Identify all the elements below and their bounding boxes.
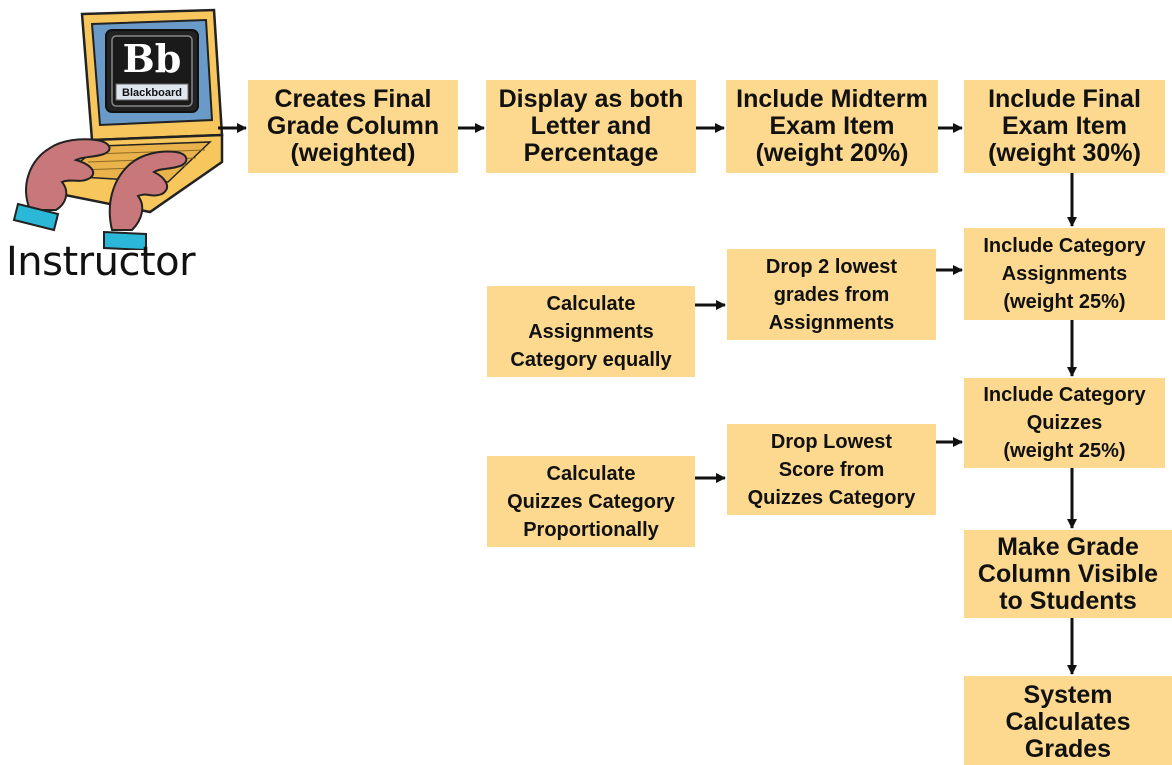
node-include-midterm: Include Midterm Exam Item (weight 20%) (726, 80, 938, 173)
logo-name: Blackboard (122, 87, 182, 99)
node-include-final: Include Final Exam Item (weight 30%) (964, 80, 1165, 173)
node-text: Include Category Quizzes (weight 25%) (983, 384, 1146, 462)
node-drop-lowest-score: Drop Lowest Score from Quizzes Category (727, 424, 936, 515)
blackboard-logo: Bb Blackboard (105, 29, 199, 113)
node-text: Display as both Letter and Percentage (498, 85, 684, 167)
instructor-laptop-illustration: Bb Blackboard (12, 8, 224, 250)
node-text: System Calculates Grades (1005, 681, 1131, 763)
node-text: Calculate Quizzes Category Proportionall… (507, 462, 675, 541)
node-text: Include Midterm Exam Item (weight 20%) (736, 85, 928, 167)
node-calculate-assignments: Calculate Assignments Category equally (487, 286, 695, 377)
node-drop-2-lowest: Drop 2 lowest grades from Assignments (727, 249, 936, 340)
node-system-calculates: System Calculates Grades (964, 676, 1172, 765)
node-text: Creates Final Grade Column (weighted) (266, 85, 440, 167)
node-make-visible: Make Grade Column Visible to Students (964, 530, 1172, 618)
node-text: Calculate Assignments Category equally (510, 292, 672, 371)
node-text: Make Grade Column Visible to Students (977, 532, 1159, 615)
right-hand-icon (103, 150, 188, 250)
node-display-letter-percentage: Display as both Letter and Percentage (486, 80, 696, 173)
node-text: Drop 2 lowest grades from Assignments (765, 255, 898, 334)
node-text: Drop Lowest Score from Quizzes Category (747, 430, 916, 509)
node-calculate-quizzes: Calculate Quizzes Category Proportionall… (487, 456, 695, 547)
left-hand-icon (12, 138, 111, 232)
node-text: Include Category Assignments (weight 25%… (983, 235, 1146, 313)
node-creates-final-grade-column: Creates Final Grade Column (weighted) (248, 80, 458, 173)
node-include-assignments: Include Category Assignments (weight 25%… (964, 228, 1165, 320)
node-include-quizzes: Include Category Quizzes (weight 25%) (964, 378, 1165, 468)
node-text: Include Final Exam Item (weight 30%) (988, 85, 1141, 167)
instructor-label: Instructor (6, 239, 196, 285)
logo-letters: Bb (123, 36, 182, 81)
